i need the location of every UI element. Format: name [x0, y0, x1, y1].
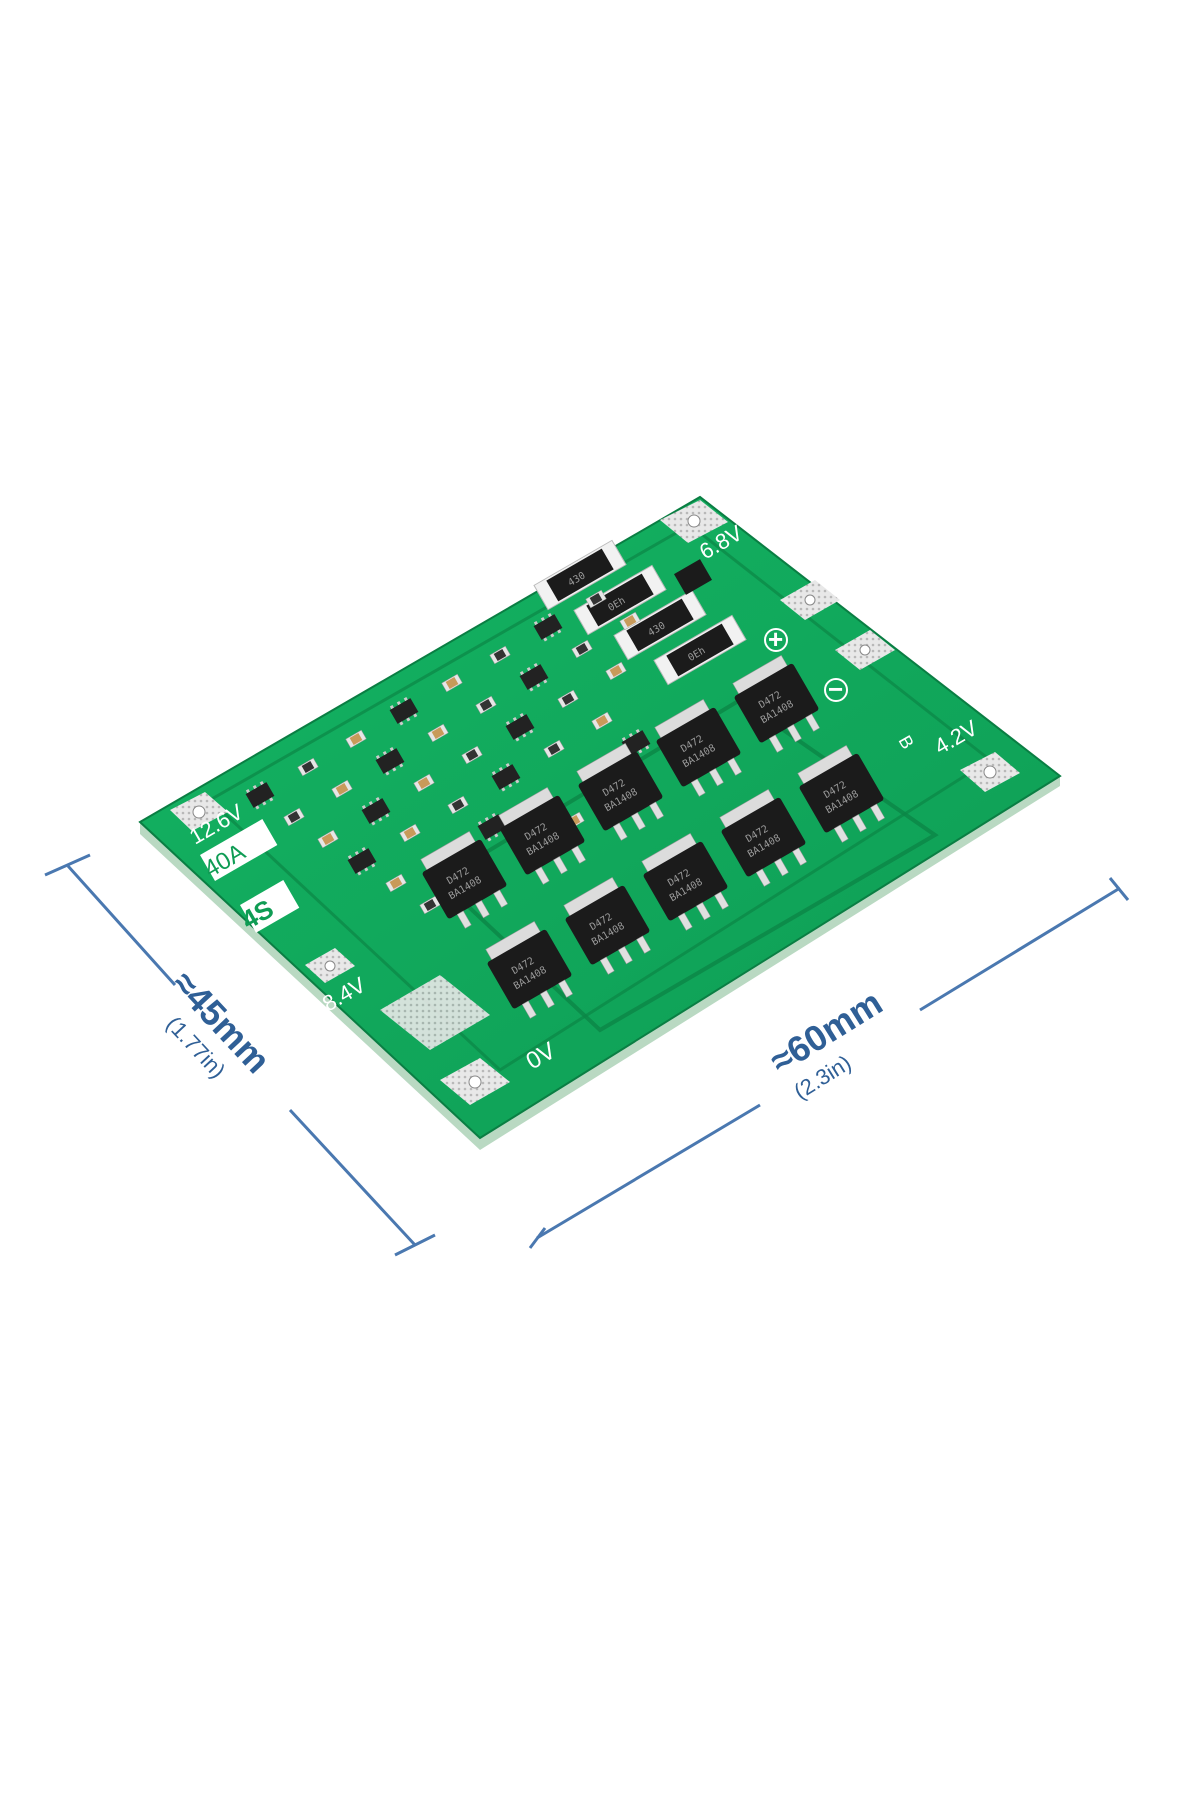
smd-component [585, 589, 607, 609]
shunt-resistor: 0Eh [573, 564, 667, 636]
plus-circle [764, 628, 788, 652]
smd-component [619, 611, 641, 631]
mounting-pads [170, 500, 1020, 1105]
smd-component [591, 711, 613, 731]
width-dimension [528, 877, 1130, 1249]
smd-component [399, 823, 421, 843]
control-ic [533, 612, 563, 642]
smd-component [461, 745, 483, 765]
smd-component [427, 723, 449, 743]
label-40a-box [200, 819, 278, 881]
control-ic [519, 662, 549, 692]
smd-component [571, 639, 593, 659]
smd-component [441, 673, 463, 693]
label-plus: + [768, 624, 783, 654]
shunt-resistor: 430 [613, 589, 707, 661]
smd-component [475, 695, 497, 715]
control-ic [347, 846, 377, 876]
minus-circle [824, 678, 848, 702]
smd-component [557, 689, 579, 709]
control-ic [491, 762, 521, 792]
smd-component [543, 739, 565, 759]
control-ic [389, 696, 419, 726]
height-dimension [44, 853, 436, 1257]
smd-component [489, 645, 511, 665]
shunt-resistor: 0Eh [653, 614, 747, 686]
transistor-chip [674, 559, 712, 595]
smd-component [345, 729, 367, 749]
smd-component [605, 661, 627, 681]
label-4s-box [239, 880, 300, 933]
smd-component [447, 795, 469, 815]
smd-component [283, 807, 305, 827]
label-minus: − [828, 674, 843, 704]
shunt-resistor: 430 [533, 539, 627, 611]
control-ic [245, 780, 275, 810]
smd-component [413, 773, 435, 793]
control-ic [505, 712, 535, 742]
smd-component [297, 757, 319, 777]
smd-component [317, 829, 339, 849]
smd-component [385, 873, 407, 893]
smd-component [331, 779, 353, 799]
control-ic [375, 746, 405, 776]
control-ic [361, 796, 391, 826]
mosfet-array: D472BA1408D472BA1408D472BA1408D472BA1408… [420, 655, 885, 1019]
